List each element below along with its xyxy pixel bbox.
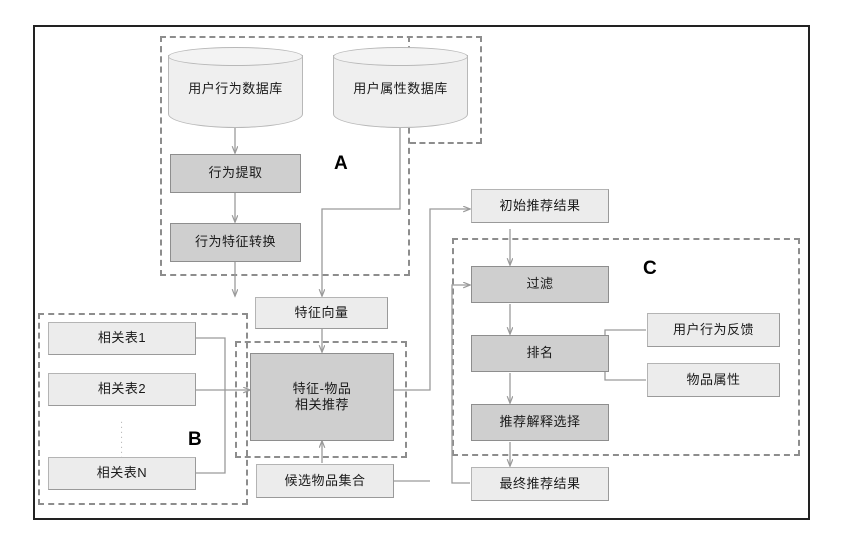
node-filter[interactable]: 过滤: [471, 266, 609, 303]
node-label: 过滤: [526, 276, 554, 292]
group-box-b: [38, 313, 248, 505]
group-box-feature-item: [235, 341, 407, 458]
node-label-line2: 相关推荐: [294, 397, 349, 412]
cylinder-body: [168, 55, 303, 128]
cylinder-top: [333, 47, 468, 66]
node-behavior-feature-transform[interactable]: 行为特征转换: [170, 223, 301, 262]
node-label: 相关表1: [97, 330, 147, 346]
node-label: 行为提取: [208, 165, 263, 181]
node-label: 最终推荐结果: [499, 475, 581, 491]
node-relation-table-1[interactable]: 相关表1: [48, 322, 196, 355]
ellipsis-vertical: ........: [120, 414, 124, 461]
node-ranking[interactable]: 排名: [471, 335, 609, 372]
node-user-behavior-db[interactable]: 用户行为数据库: [168, 47, 303, 128]
node-user-behavior-feedback[interactable]: 用户行为反馈: [647, 313, 780, 347]
node-feature-vector[interactable]: 特征向量: [255, 297, 388, 329]
group-label-a: A: [334, 153, 348, 174]
node-candidate-item-set[interactable]: 候选物品集合: [256, 464, 394, 498]
node-final-result[interactable]: 最终推荐结果: [471, 467, 609, 501]
node-item-attribute[interactable]: 物品属性: [647, 363, 780, 397]
node-label: 特征向量: [294, 304, 349, 320]
node-label: 推荐解释选择: [499, 414, 581, 430]
group-label-b: B: [188, 429, 202, 450]
group-box-a-lower: [160, 36, 410, 276]
group-label-c: C: [643, 258, 657, 279]
node-label: 物品属性: [686, 371, 741, 387]
cylinder-body: [333, 55, 468, 128]
node-label: 相关表2: [97, 381, 147, 397]
node-relation-table-2[interactable]: 相关表2: [48, 373, 196, 406]
node-explain-select[interactable]: 推荐解释选择: [471, 404, 609, 441]
node-label: 用户行为数据库: [188, 81, 283, 96]
node-label: 排名: [526, 345, 554, 361]
cylinder-top: [168, 47, 303, 66]
node-label: 用户行为反馈: [672, 321, 754, 337]
node-label: 用户属性数据库: [353, 81, 448, 96]
node-label: 候选物品集合: [284, 472, 366, 488]
group-box-a-right-stub: [410, 36, 482, 144]
node-label: 相关表N: [96, 465, 148, 481]
node-relation-table-n[interactable]: 相关表N: [48, 457, 196, 490]
node-behavior-extract[interactable]: 行为提取: [170, 154, 301, 193]
node-label-line1: 特征-物品: [292, 380, 352, 396]
node-label: 初始推荐结果: [499, 197, 581, 213]
node-feature-item-recommend[interactable]: 特征-物品 相关推荐: [250, 353, 394, 441]
node-label: 行为特征转换: [194, 234, 276, 250]
node-user-attr-db[interactable]: 用户属性数据库: [333, 47, 468, 128]
node-initial-result[interactable]: 初始推荐结果: [471, 189, 609, 223]
